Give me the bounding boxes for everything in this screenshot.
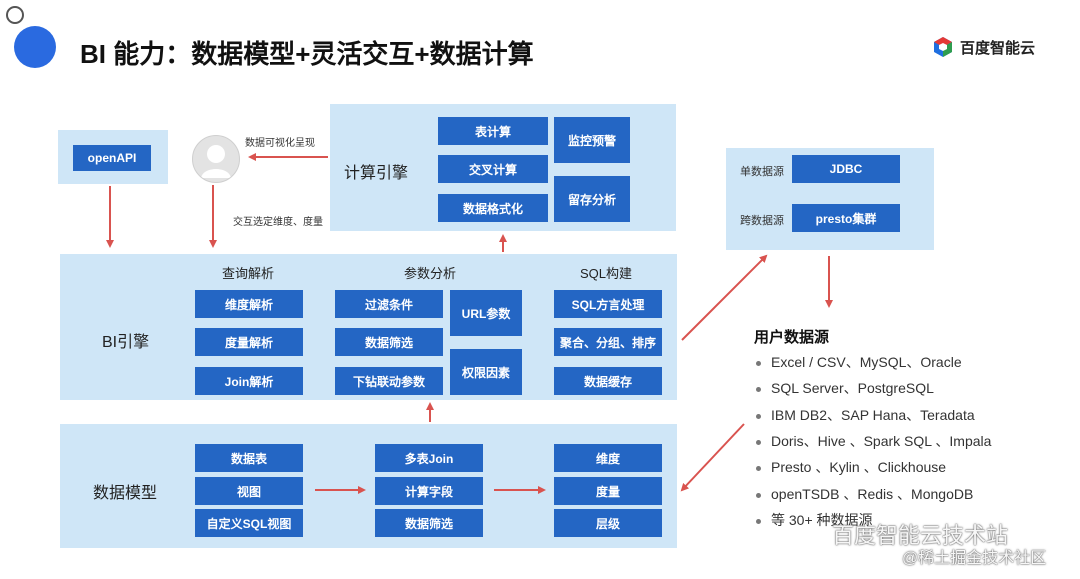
brand-name: 百度智能云 (960, 39, 1036, 57)
interaction-caption: 交互选定维度、度量 (233, 217, 323, 228)
hierarchy-button[interactable]: 层级 (554, 509, 662, 537)
page-title: BI 能力：数据模型+灵活交互+数据计算 (80, 39, 534, 69)
permission-factor-button[interactable]: 权限因素 (450, 349, 522, 395)
sql-build-title: SQL构建 (580, 266, 633, 281)
user-sources-title: 用户数据源 (754, 329, 830, 346)
query-parse-title: 查询解析 (222, 266, 275, 281)
join-parse-button[interactable]: Join解析 (195, 367, 303, 395)
bi-to-datasource-arrow (681, 254, 768, 341)
single-source-label: 单数据源 (740, 166, 784, 178)
source-item: SQL Server、PostgreSQL (756, 378, 934, 398)
data-format-button[interactable]: 数据格式化 (438, 194, 548, 222)
source-item: IBM DB2、SAP Hana、Teradata (756, 405, 975, 425)
calculated-field-button[interactable]: 计算字段 (375, 477, 483, 505)
openapi-button[interactable]: openAPI (73, 145, 151, 171)
data-table-button[interactable]: 数据表 (195, 444, 303, 472)
user-avatar-icon (192, 135, 240, 183)
visualization-caption: 数据可视化呈现 (245, 138, 315, 149)
watermark-line1: 百度智能云技术站 (832, 523, 1009, 548)
data-model-title: 数据模型 (93, 485, 158, 502)
dimension-parse-button[interactable]: 维度解析 (195, 290, 303, 318)
source-item: Doris、Hive 、Spark SQL 、Impala (756, 431, 991, 451)
monitor-alert-button[interactable]: 监控预警 (554, 117, 630, 163)
sources-to-model-arrow (680, 423, 745, 492)
table-calc-button[interactable]: 表计算 (438, 117, 548, 145)
drilldown-param-button[interactable]: 下钻联动参数 (335, 367, 443, 395)
sql-dialect-button[interactable]: SQL方言处理 (554, 290, 662, 318)
cube-logo-icon (934, 37, 952, 57)
measure-button[interactable]: 度量 (554, 477, 662, 505)
data-filter-button[interactable]: 数据筛选 (335, 328, 443, 356)
cross-source-label: 跨数据源 (740, 215, 784, 227)
dimension-button[interactable]: 维度 (554, 444, 662, 472)
custom-sql-view-button[interactable]: 自定义SQL视图 (195, 509, 303, 537)
measure-parse-button[interactable]: 度量解析 (195, 328, 303, 356)
brand-logo: 百度智能云 (932, 36, 1035, 58)
compute-engine-title: 计算引擎 (344, 165, 409, 182)
url-param-button[interactable]: URL参数 (450, 290, 522, 336)
jdbc-button[interactable]: JDBC (792, 155, 900, 183)
watermark-line2: @稀土掘金技术社区 (902, 550, 1047, 567)
source-item: openTSDB 、Redis 、MongoDB (756, 484, 973, 504)
filter-condition-button[interactable]: 过滤条件 (335, 290, 443, 318)
multi-table-join-button[interactable]: 多表Join (375, 444, 483, 472)
aggregate-group-sort-button[interactable]: 聚合、分组、排序 (554, 328, 662, 356)
source-item: Presto 、Kylin 、Clickhouse (756, 457, 946, 477)
source-item: 等 30+ 种数据源 (756, 510, 873, 530)
param-analysis-title: 参数分析 (404, 266, 457, 281)
data-cache-button[interactable]: 数据缓存 (554, 367, 662, 395)
retention-analysis-button[interactable]: 留存分析 (554, 176, 630, 222)
model-data-filter-button[interactable]: 数据筛选 (375, 509, 483, 537)
source-item: Excel / CSV、MySQL、Oracle (756, 352, 962, 372)
view-button[interactable]: 视图 (195, 477, 303, 505)
cross-calc-button[interactable]: 交叉计算 (438, 155, 548, 183)
presto-cluster-button[interactable]: presto集群 (792, 204, 900, 232)
bi-engine-title: BI引擎 (102, 334, 150, 351)
header-circle-icon (14, 26, 56, 68)
header-ring-icon (6, 6, 24, 24)
